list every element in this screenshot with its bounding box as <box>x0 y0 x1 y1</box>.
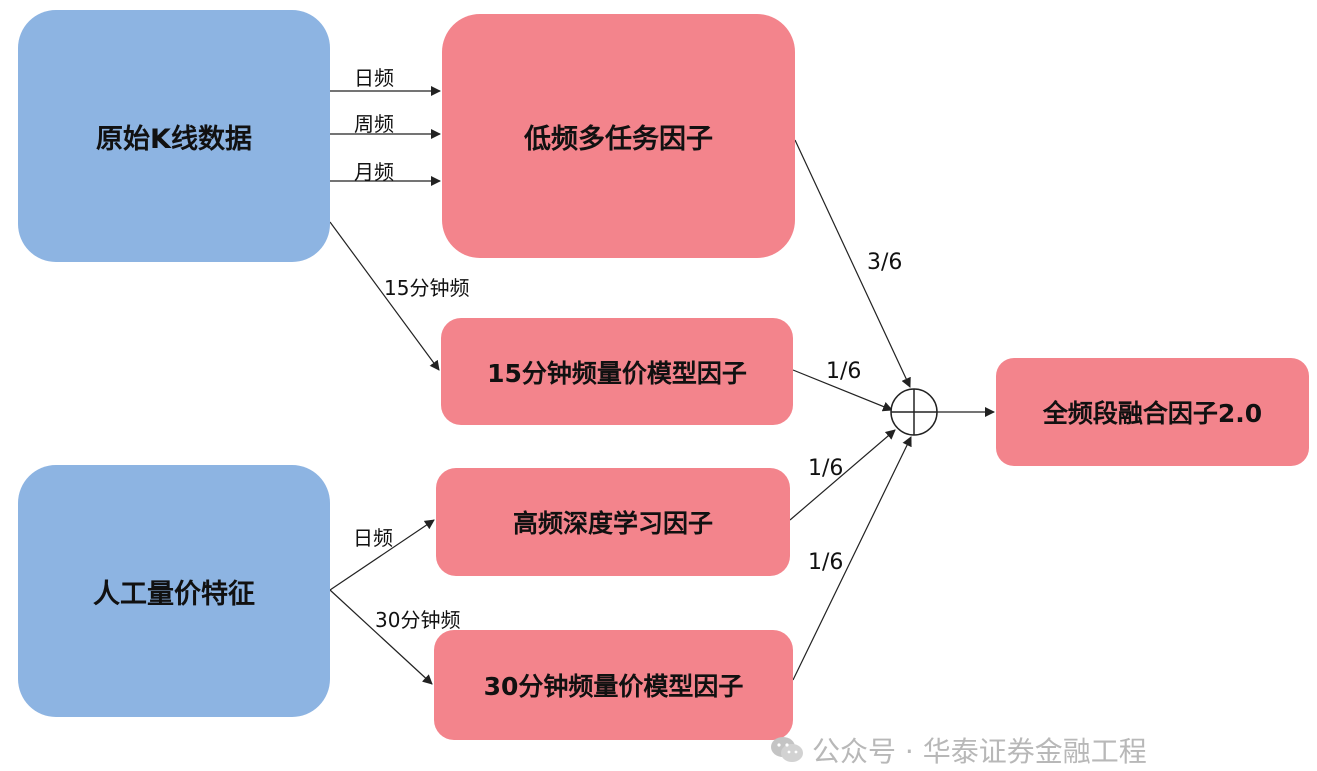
node-low-freq-label: 低频多任务因子 <box>524 123 713 155</box>
edge-hf-to-sum <box>789 429 896 521</box>
edge-raw-to-15min <box>329 221 440 371</box>
label-daily-2: 日频 <box>353 526 393 550</box>
node-15min-model: 15分钟频量价模型因子 <box>441 318 793 425</box>
node-15min-model-label: 15分钟频量价模型因子 <box>487 358 747 388</box>
node-fusion: 全频段融合因子2.0 <box>996 358 1309 466</box>
node-fusion-label: 全频段融合因子2.0 <box>1042 399 1263 428</box>
node-manual-features: 人工量价特征 <box>18 465 330 717</box>
node-low-freq: 低频多任务因子 <box>442 14 795 258</box>
edge-manual-to-hf <box>329 519 435 591</box>
label-30min: 30分钟频 <box>375 608 461 632</box>
label-daily-1: 日频 <box>354 66 394 90</box>
weight-15min: 1/6 <box>826 359 862 384</box>
node-30min-model-label: 30分钟频量价模型因子 <box>483 672 744 701</box>
node-raw-kline: 原始K线数据 <box>18 10 330 262</box>
watermark: 公众号 · 华泰证券金融工程 <box>770 730 1147 770</box>
node-30min-model: 30分钟频量价模型因子 <box>434 630 793 740</box>
edge-low-to-sum <box>794 139 911 388</box>
watermark-text: 公众号 · 华泰证券金融工程 <box>812 735 1147 768</box>
label-15min: 15分钟频 <box>384 276 470 300</box>
node-hf-deep-label: 高频深度学习因子 <box>512 509 713 538</box>
weight-hf: 1/6 <box>808 456 844 481</box>
edge-manual-to-30min <box>329 589 433 685</box>
edge-30min-to-sum <box>792 436 912 681</box>
node-raw-kline-label: 原始K线数据 <box>96 123 252 155</box>
weight-low: 3/6 <box>867 250 903 275</box>
weight-30min: 1/6 <box>808 550 844 575</box>
edge-15min-to-sum <box>792 369 893 412</box>
node-hf-deep: 高频深度学习因子 <box>436 468 790 576</box>
label-weekly: 周频 <box>354 112 394 136</box>
node-manual-features-label: 人工量价特征 <box>93 578 255 610</box>
label-monthly: 月频 <box>354 160 394 184</box>
wechat-icon <box>770 736 804 764</box>
